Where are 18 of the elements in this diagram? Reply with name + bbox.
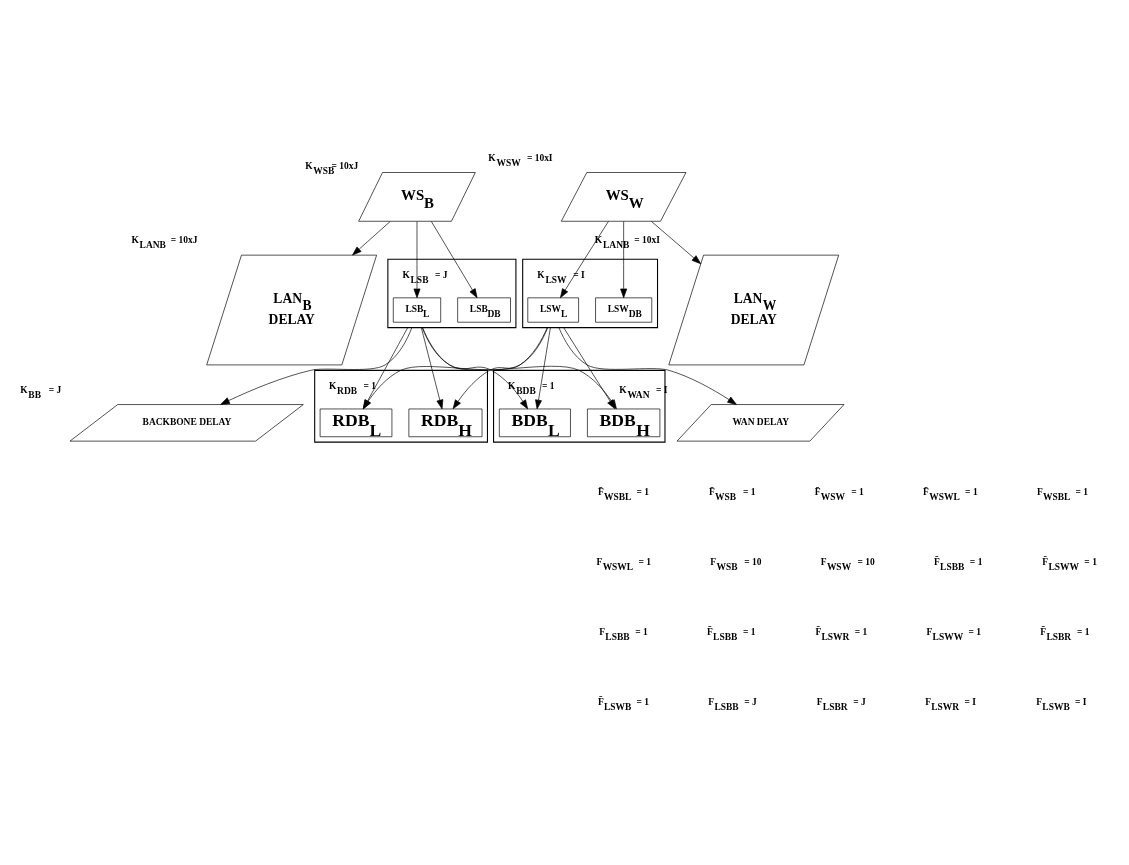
arrow (558, 327, 737, 405)
arrow (421, 327, 444, 410)
cluster (522, 258, 659, 329)
arrow (535, 327, 551, 410)
arrow (362, 327, 549, 410)
cluster (314, 369, 488, 443)
arrow (452, 327, 548, 410)
arrow (220, 327, 413, 405)
arrow (620, 221, 628, 299)
arrow (431, 221, 478, 299)
arrow (651, 221, 702, 265)
arrow (422, 327, 529, 410)
cluster (387, 258, 517, 329)
arrow (362, 327, 409, 410)
arrow (413, 221, 421, 299)
arrow (560, 221, 609, 299)
arrow (352, 221, 391, 256)
cluster (493, 369, 666, 443)
